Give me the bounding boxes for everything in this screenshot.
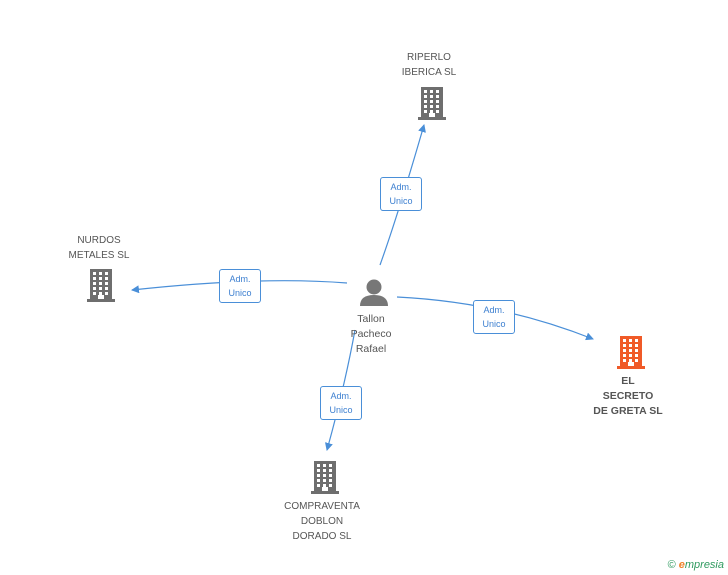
company-label-compraventa[interactable]: COMPRAVENTA DOBLON DORADO SL <box>284 501 360 542</box>
copyright-symbol: © <box>667 559 676 571</box>
building-icon[interactable] <box>87 269 115 302</box>
company-label-riperlo[interactable]: RIPERLO IBERICA SL <box>401 52 457 78</box>
edge-label-nurdos: Adm. Unico <box>219 269 261 303</box>
person-name[interactable]: Tallon Pacheco Rafael <box>350 313 392 355</box>
building-icon[interactable] <box>418 87 446 120</box>
building-icon[interactable] <box>311 461 339 494</box>
brand-logo-e: e <box>678 559 685 571</box>
edge-label-compraventa: Adm. Unico <box>320 386 362 420</box>
edge-label-secreto: Adm. Unico <box>473 300 515 334</box>
copyright-footer: © empresia <box>668 559 724 571</box>
company-label-secreto[interactable]: EL SECRETO DE GRETA SL <box>593 375 663 417</box>
person-icon[interactable] <box>360 279 388 307</box>
edge-label-riperlo: Adm. Unico <box>380 177 422 211</box>
brand-logo-text: mpresia <box>684 559 724 571</box>
company-label-nurdos[interactable]: NURDOS METALES SL <box>68 235 130 261</box>
building-icon[interactable] <box>617 336 645 369</box>
